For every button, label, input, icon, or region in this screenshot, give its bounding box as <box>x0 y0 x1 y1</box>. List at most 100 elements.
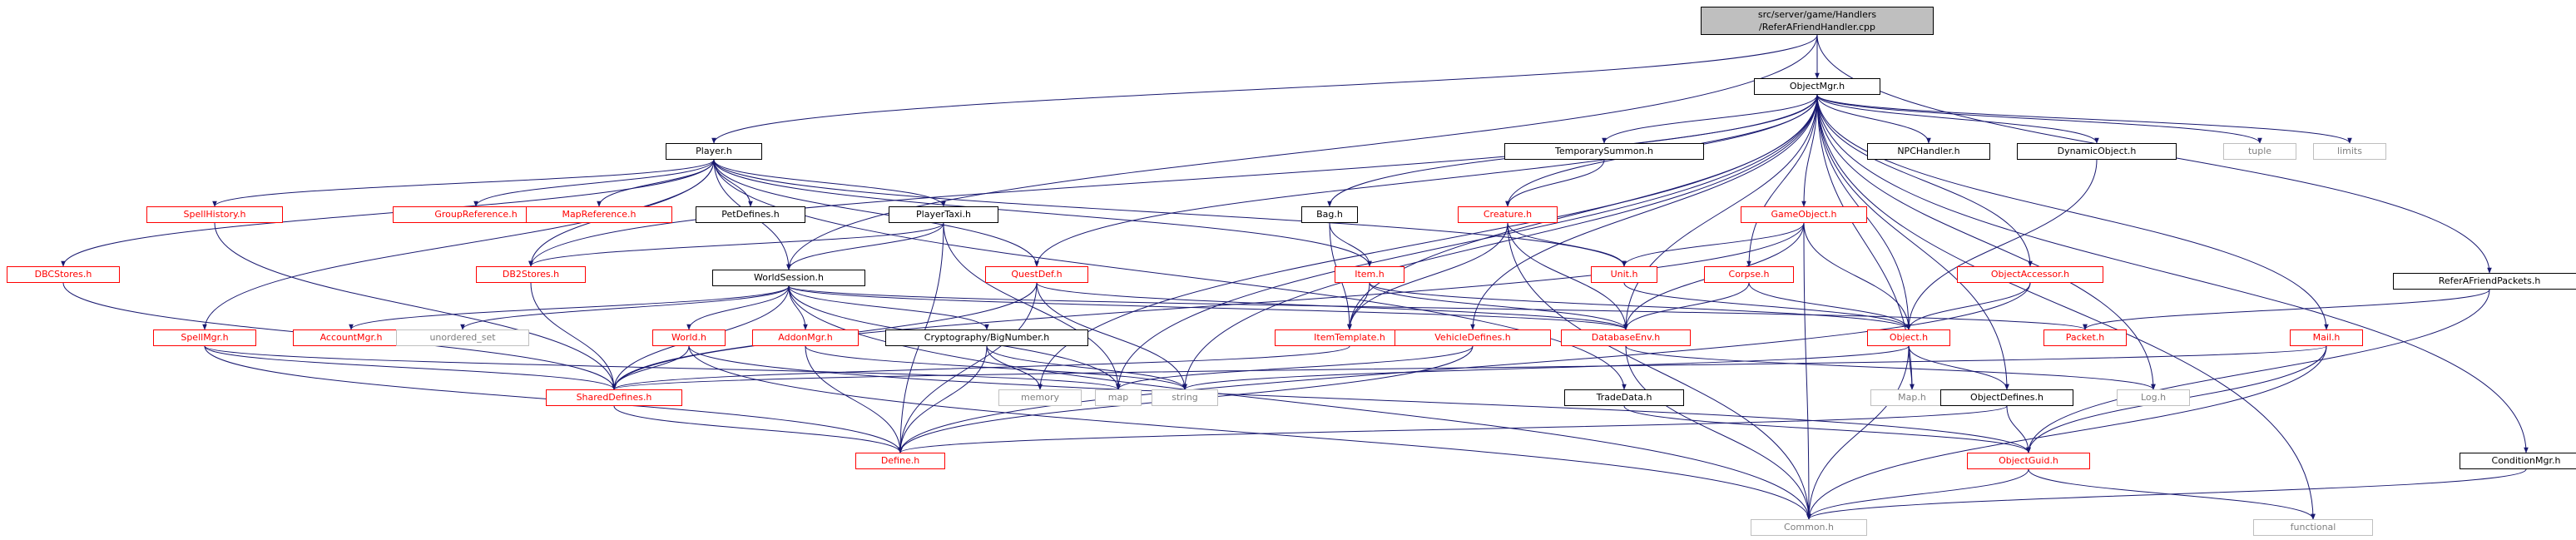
node-db2stores-h[interactable]: DB2Stores.h <box>476 266 586 283</box>
edge-objectmgr-to-temporarysummon <box>1602 94 1818 144</box>
edge-referafriendpackets-to-objectguid <box>2026 289 2490 453</box>
node-addonmgr-h[interactable]: AddonMgr.h <box>752 329 859 346</box>
edge-objectmgr-to-questdef <box>1034 94 1818 267</box>
node-databaseenv-h[interactable]: DatabaseEnv.h <box>1561 329 1691 346</box>
edge-objectmgr-to-gameobject <box>1801 94 1818 207</box>
edge-objectdefines-to-objectguid <box>2006 405 2031 453</box>
node-map: map <box>1095 389 1142 406</box>
edge-world-to-shareddefines <box>612 345 690 390</box>
edge-gameobject-to-unit <box>1622 222 1805 267</box>
edge-referafriendpackets-to-packet <box>2083 289 2490 330</box>
node-referafriendpackets-h[interactable]: ReferAFriendPackets.h <box>2393 273 2576 290</box>
edge-itemtemplate-to-shareddefines <box>612 345 1350 390</box>
edge-spellhistory-to-shareddefines <box>214 222 617 390</box>
node-vehicledefines-h[interactable]: VehicleDefines.h <box>1395 329 1551 346</box>
node-bag-h[interactable]: Bag.h <box>1301 206 1358 223</box>
edge-creature-to-itemtemplate <box>1347 222 1508 330</box>
node-player-h[interactable]: Player.h <box>666 143 762 160</box>
node-dbcstores-h[interactable]: DBCStores.h <box>7 266 120 283</box>
edge-creature-to-unit <box>1507 222 1627 267</box>
node-mail-h[interactable]: Mail.h <box>2290 329 2363 346</box>
node-conditionmgr-h[interactable]: ConditionMgr.h <box>2460 453 2576 469</box>
node-itemtemplate-h[interactable]: ItemTemplate.h <box>1275 329 1424 346</box>
edge-vehicledefines-to-map_std <box>1116 345 1474 390</box>
node-spellhistory-h[interactable]: SpellHistory.h <box>146 206 283 223</box>
node-tradedata-h[interactable]: TradeData.h <box>1564 389 1684 406</box>
edge-objectmgr-to-databaseenv <box>1623 94 1818 330</box>
edge-spellmgr-to-map_std <box>204 345 1121 390</box>
edge-objectmgr-to-db2stores <box>528 94 1818 267</box>
node-playertaxi-h[interactable]: PlayerTaxi.h <box>889 206 998 223</box>
edge-objectguid-to-common <box>1806 468 2029 520</box>
node-accountmgr-h[interactable]: AccountMgr.h <box>293 329 409 346</box>
edge-player-to-questdef <box>713 159 1039 267</box>
edge-bignumber-to-define <box>898 345 988 453</box>
node-unordered-set: unordered_set <box>396 329 529 346</box>
node-worldsession-h[interactable]: WorldSession.h <box>712 270 865 286</box>
edge-creature-to-databaseenv <box>1507 222 1628 330</box>
node-npchandler-h[interactable]: NPCHandler.h <box>1867 143 1990 160</box>
node-petdefines-h[interactable]: PetDefines.h <box>696 206 805 223</box>
node-objectmgr-h[interactable]: ObjectMgr.h <box>1754 78 1880 95</box>
edge-questdef-to-string <box>1036 282 1187 390</box>
edge-bignumber-to-memory <box>986 345 1043 390</box>
node-limits: limits <box>2313 143 2386 160</box>
edge-shareddefines-to-define <box>613 405 903 453</box>
edge-conditionmgr-to-common <box>1806 468 2527 520</box>
edge-dynamicobject-to-object <box>1906 159 2098 330</box>
node-groupreference-h[interactable]: GroupReference.h <box>393 206 559 223</box>
node-creature-h[interactable]: Creature.h <box>1458 206 1558 223</box>
edge-objectmgr-to-log <box>1816 94 2156 390</box>
node-questdef-h[interactable]: QuestDef.h <box>985 266 1088 283</box>
node-objectaccessor-h[interactable]: ObjectAccessor.h <box>1957 266 2103 283</box>
node-dynamicobject-h[interactable]: DynamicObject.h <box>2017 143 2177 160</box>
node-objectdefines-h[interactable]: ObjectDefines.h <box>1940 389 2073 406</box>
node-world-h[interactable]: World.h <box>652 329 726 346</box>
edge-mail-to-common <box>1806 345 2327 520</box>
node-define-h[interactable]: Define.h <box>855 453 945 469</box>
edge-objectdefines-to-define <box>898 405 2008 453</box>
node-temporarysummon-h[interactable]: TemporarySummon.h <box>1504 143 1704 160</box>
edge-player-to-item <box>713 159 1372 267</box>
node-objectguid-h[interactable]: ObjectGuid.h <box>1967 453 2090 469</box>
edge-objectmgr-to-objectdefines <box>1816 94 2009 390</box>
node-bignumber-h[interactable]: Cryptography/BigNumber.h <box>885 329 1088 346</box>
edge-corpse-to-object <box>1748 282 1911 330</box>
edge-objectmgr-to-objectaccessor <box>1816 94 2033 267</box>
node-corpse-h[interactable]: Corpse.h <box>1704 266 1794 283</box>
edge-bignumber-to-string <box>986 345 1187 390</box>
node-spellmgr-h[interactable]: SpellMgr.h <box>153 329 256 346</box>
node-gameobject-h[interactable]: GameObject.h <box>1741 206 1867 223</box>
edge-object-to-common <box>1806 345 1910 520</box>
node-string: string <box>1152 389 1218 406</box>
node-object-h[interactable]: Object.h <box>1867 329 1950 346</box>
edge-corpse-to-databaseenv <box>1623 282 1750 330</box>
edge-object-to-string <box>1182 345 1910 390</box>
edge-objectmgr-to-vehicledefines <box>1470 94 1818 330</box>
edge-objectaccessor-to-object <box>1906 282 2031 330</box>
edge-objectmgr-to-npchandler <box>1816 94 1931 144</box>
node-shareddefines-h[interactable]: SharedDefines.h <box>546 389 682 406</box>
node-item-h[interactable]: Item.h <box>1335 266 1404 283</box>
edge-objectmgr-to-limits <box>1816 94 2352 144</box>
edge-temporarysummon-to-creature <box>1505 159 1605 207</box>
edge-worldsession-to-unordered_set <box>460 285 790 330</box>
edge-gameobject-to-object <box>1803 222 1911 330</box>
edge-gameobject-to-shareddefines <box>612 222 1805 390</box>
edge-addonmgr-to-define <box>805 345 903 453</box>
node-mapreference-h[interactable]: MapReference.h <box>526 206 672 223</box>
edge-bag-to-item <box>1329 222 1372 267</box>
edge-playertaxi-to-db2stores <box>528 222 944 267</box>
edge-databaseenv-to-log <box>1625 345 2156 390</box>
node-refer-a-friend-handler-cpp[interactable]: src/server/game/Handlers /ReferAFriendHa… <box>1701 7 1934 35</box>
edge-objectmgr-to-tuple <box>1816 94 2262 144</box>
edge-objectmgr-to-conditionmgr <box>1816 94 2529 453</box>
node-unit-h[interactable]: Unit.h <box>1591 266 1657 283</box>
node-functional: functional <box>2253 519 2373 536</box>
edge-player-to-spellhistory <box>212 159 715 207</box>
node-packet-h[interactable]: Packet.h <box>2043 329 2127 346</box>
edge-objectmgr-to-string <box>1182 94 1818 390</box>
edge-player-to-dbcstores <box>61 159 715 267</box>
node-common-h: Common.h <box>1751 519 1867 536</box>
